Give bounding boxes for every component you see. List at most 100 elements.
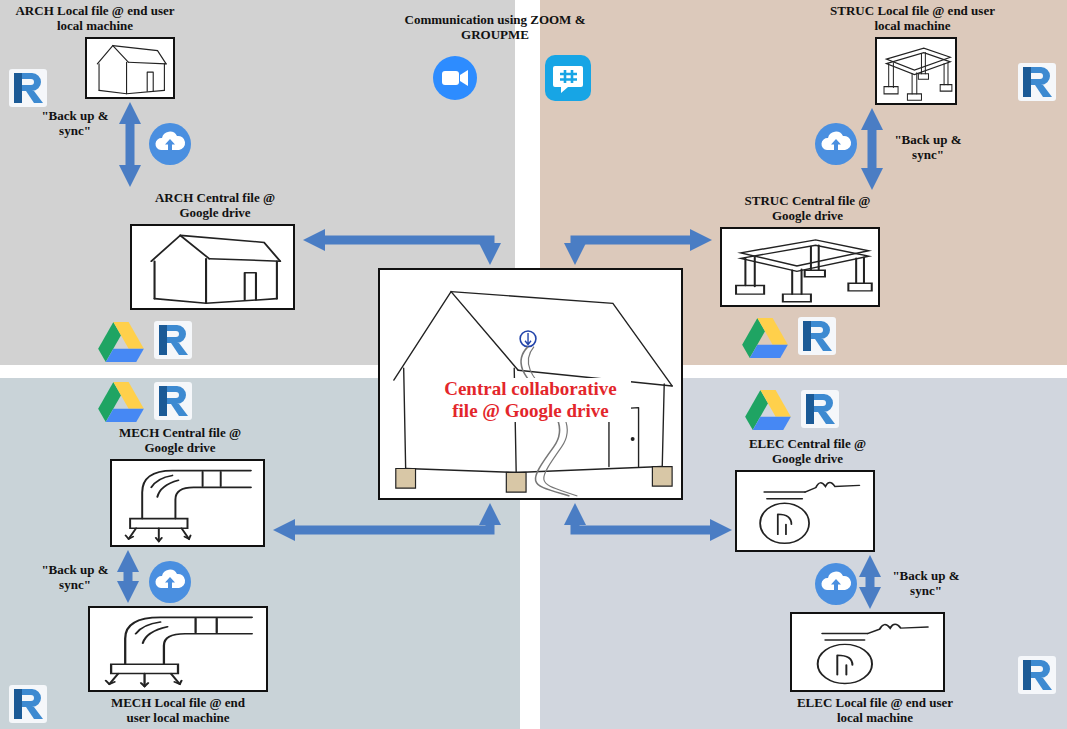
building-sketch-part-part — [662, 384, 664, 467]
electrical-sketch-part-part — [805, 483, 859, 492]
house-sketch-part — [151, 235, 280, 303]
file-node: ELEC Central file @ Google drive — [735, 436, 885, 552]
sketch-frame — [88, 606, 268, 692]
structure-sketch-part-part — [886, 53, 950, 75]
electrical-sketch-part-part — [760, 503, 809, 543]
duct-sketch-part-part — [136, 619, 217, 644]
sketch-frame — [720, 227, 880, 307]
duct-sketch-part-part — [125, 617, 252, 664]
duct-sketch-part-part — [111, 664, 178, 673]
building-sketch-part-part — [406, 467, 663, 473]
sketch-frame — [110, 459, 265, 547]
drive-icon — [742, 318, 788, 358]
house-sketch-part-part — [147, 72, 153, 91]
house-sketch — [132, 226, 293, 308]
revit-icon — [1018, 63, 1056, 101]
building-sketch-part — [525, 333, 531, 345]
sync-arrow — [868, 122, 877, 176]
sync-arrow — [126, 116, 135, 173]
structure-sketch-part-part — [805, 270, 825, 277]
structure-sketch — [877, 39, 955, 103]
duct-sketch-part-part — [142, 471, 251, 519]
revit-icon — [801, 390, 839, 428]
duct-sketch-part-part — [175, 487, 251, 518]
structure-sketch-part-part — [736, 285, 764, 294]
file-heading: ELEC Local file @ end user local machine — [795, 695, 955, 725]
zoom-icon — [433, 56, 477, 100]
electrical-sketch-part — [818, 624, 928, 683]
building-sketch-part — [631, 437, 635, 441]
duct-sketch-part-part — [126, 535, 191, 541]
cloud-sync-icon — [815, 123, 857, 165]
house-sketch-part-part — [180, 235, 280, 261]
house-sketch-part-part — [97, 46, 128, 64]
duct-sketch-part-part — [151, 472, 220, 497]
communication-note: Communication using ZOOM & GROUPME — [395, 12, 595, 42]
file-heading: ARCH Local file @ end user local machine — [15, 3, 175, 33]
building-sketch-part — [520, 331, 536, 347]
duct-sketch-part — [126, 471, 251, 542]
electrical-sketch-part-part — [822, 634, 867, 641]
sync-label: "Back up & sync" — [35, 108, 115, 138]
file-node: ELEC Local file @ end user local machine — [790, 612, 960, 725]
structure-sketch-part-part — [792, 269, 801, 294]
drive-icon — [98, 322, 144, 362]
duct-sketch-part-part — [106, 681, 182, 687]
file-heading: MECH Central file @ Google drive — [105, 425, 255, 455]
cloud-sync-icon — [815, 563, 857, 605]
file-node: Central collaborative file @ Google driv… — [378, 268, 683, 500]
house-sketch-part-part — [128, 62, 166, 64]
building-sketch-part-part — [451, 292, 672, 386]
building-sketch-part-part — [394, 292, 518, 380]
file-heading: MECH Local file @ end user local machine — [98, 695, 258, 725]
sketch-frame — [790, 612, 945, 692]
sync-arrow — [287, 517, 490, 530]
file-heading: ELEC Central file @ Google drive — [735, 436, 880, 466]
structure-sketch-part — [884, 48, 952, 100]
house-sketch-part-part — [99, 90, 164, 93]
building-sketch-part-part — [404, 368, 406, 468]
structure-sketch-part-part — [783, 294, 811, 302]
revit-icon — [154, 321, 192, 359]
electrical-sketch-part-part — [818, 644, 872, 683]
house-sketch-part-part — [155, 259, 277, 304]
building-sketch-part — [396, 467, 672, 493]
sketch-frame — [735, 470, 875, 552]
house-sketch-part-part — [99, 62, 164, 93]
sketch-frame: Central collaborative file @ Google driv… — [378, 268, 683, 500]
duct-sketch — [90, 608, 266, 690]
structure-sketch-part-part — [884, 87, 898, 94]
house-sketch — [87, 39, 173, 97]
house-sketch-part-part — [155, 299, 277, 304]
house-sketch-part-part — [113, 46, 166, 64]
house-sketch-part-part — [245, 273, 256, 300]
structure-sketch-part-part — [745, 257, 754, 286]
cloud-sync-icon — [149, 123, 191, 165]
electrical-sketch-part-part — [837, 655, 852, 675]
file-node: STRUC Local file @ end user local machin… — [830, 3, 1000, 105]
electrical-sketch-part — [760, 483, 859, 544]
structure-sketch-part-part — [944, 63, 948, 85]
revit-icon — [798, 317, 836, 355]
electrical-sketch-part-part — [778, 514, 792, 534]
structure-sketch-part-part — [811, 245, 819, 270]
duct-sketch-part — [106, 617, 252, 686]
sync-arrow — [866, 569, 875, 595]
sync-arrow — [575, 517, 718, 530]
house-sketch-part — [97, 46, 166, 94]
electrical-sketch-part-part — [764, 492, 805, 499]
file-node: MECH Central file @ Google drive — [105, 425, 270, 547]
house-sketch-part-part — [151, 235, 209, 261]
groupme-icon — [545, 55, 591, 101]
structure-sketch-part-part — [940, 85, 952, 91]
sync-label: "Back up & sync" — [886, 568, 966, 598]
sync-arrow — [575, 240, 698, 251]
sketch-frame — [875, 37, 957, 105]
structure-sketch-part-part — [741, 245, 869, 271]
structure-sketch-part-part — [889, 63, 894, 88]
duct-sketch-part-part — [109, 674, 179, 687]
duct-sketch-part-part — [130, 519, 187, 529]
revit-icon — [9, 685, 47, 723]
duct-sketch-part-part — [129, 528, 189, 541]
